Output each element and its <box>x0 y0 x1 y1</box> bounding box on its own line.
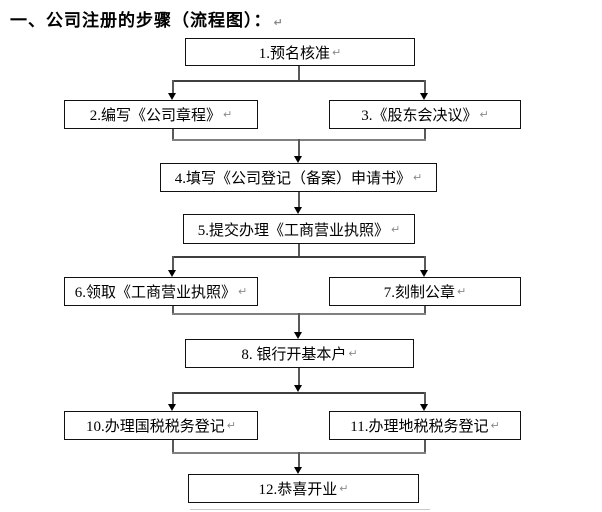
paragraph-mark-icon: ↵ <box>348 347 358 360</box>
arrowhead-down-icon <box>420 270 428 277</box>
flow-node-label: 5.提交办理《工商营业执照》 <box>197 222 390 239</box>
connector-line <box>172 440 174 452</box>
connector-line <box>424 129 426 139</box>
connector-line <box>298 192 300 207</box>
divider <box>190 509 430 510</box>
paragraph-mark-icon: ↵ <box>479 108 489 121</box>
arrowhead-down-icon <box>168 270 176 277</box>
paragraph-mark-icon: ↵ <box>413 171 423 184</box>
arrowhead-down-icon <box>294 332 302 339</box>
flow-node-step-11: 11.办理地税税务登记↵ <box>329 411 521 440</box>
connector-line <box>172 392 426 394</box>
connector-line <box>172 80 174 93</box>
flow-node-label: 11.办理地税税务登记 <box>350 419 489 435</box>
flow-node-label: 3.《股东会决议》 <box>361 108 478 124</box>
connector-line <box>424 306 426 313</box>
connector-line <box>298 66 300 80</box>
arrowhead-down-icon <box>168 93 176 100</box>
flow-node-step-8: 8. 银行开基本户↵ <box>185 339 414 368</box>
flow-node-label: 8. 银行开基本户 <box>241 347 347 363</box>
paragraph-mark-icon: ↵ <box>391 222 401 236</box>
paragraph-mark-icon: ↵ <box>457 285 467 298</box>
connector-line <box>424 256 426 270</box>
connector-line <box>424 440 426 452</box>
connector-line <box>298 139 300 156</box>
connector-line <box>172 129 174 139</box>
paragraph-mark-icon: ↵ <box>226 419 236 432</box>
arrowhead-down-icon <box>294 467 302 474</box>
flow-node-label: 12.恭喜开业 <box>258 482 338 498</box>
page-title: 一、公司注册的步骤（流程图）：↵ <box>10 6 284 31</box>
arrowhead-down-icon <box>420 404 428 411</box>
flow-node-step-3: 3.《股东会决议》↵ <box>329 100 521 129</box>
flow-node-step-1: 1.预名核准↵ <box>185 38 415 66</box>
flow-node-step-10: 10.办理国税税务登记↵ <box>64 411 258 440</box>
paragraph-mark-icon: ↵ <box>339 482 349 495</box>
flow-node-label: 10.办理国税税务登记 <box>86 419 225 435</box>
flow-node-label: 1.预名核准 <box>258 45 331 62</box>
connector-line <box>424 392 426 404</box>
flow-node-step-5: 5.提交办理《工商营业执照》↵ <box>183 214 415 244</box>
flow-node-step-4: 4.填写《公司登记（备案）申请书》↵ <box>160 163 437 192</box>
connector-line <box>424 80 426 93</box>
flow-node-step-12: 12.恭喜开业↵ <box>188 474 419 503</box>
arrowhead-down-icon <box>420 93 428 100</box>
arrowhead-down-icon <box>294 385 302 392</box>
flow-node-label: 2.编写《公司章程》 <box>89 108 222 124</box>
connector-line <box>298 313 300 332</box>
connector-line <box>298 244 300 256</box>
arrowhead-down-icon <box>294 156 302 163</box>
connector-line <box>298 368 300 385</box>
connector-line <box>172 256 174 270</box>
arrowhead-down-icon <box>168 404 176 411</box>
page-title-text: 一、公司注册的步骤（流程图）： <box>10 11 272 30</box>
connector-line <box>172 80 426 82</box>
connector-line <box>298 452 300 467</box>
paragraph-mark-icon: ↵ <box>273 16 284 29</box>
flow-node-step-6: 6.领取《工商营业执照》↵ <box>64 277 258 306</box>
flow-node-label: 7.刻制公章 <box>383 285 456 301</box>
paragraph-mark-icon: ↵ <box>490 419 500 432</box>
paragraph-mark-icon: ↵ <box>238 285 248 298</box>
paragraph-mark-icon: ↵ <box>223 108 233 121</box>
arrowhead-down-icon <box>294 207 302 214</box>
flow-node-label: 4.填写《公司登记（备案）申请书》 <box>174 171 412 187</box>
flow-node-step-2: 2.编写《公司章程》↵ <box>64 100 258 129</box>
flow-node-label: 6.领取《工商营业执照》 <box>74 285 237 301</box>
paragraph-mark-icon: ↵ <box>332 45 342 59</box>
flow-node-step-7: 7.刻制公章↵ <box>329 277 521 306</box>
connector-line <box>172 256 426 258</box>
connector-line <box>172 306 174 313</box>
connector-line <box>172 392 174 404</box>
